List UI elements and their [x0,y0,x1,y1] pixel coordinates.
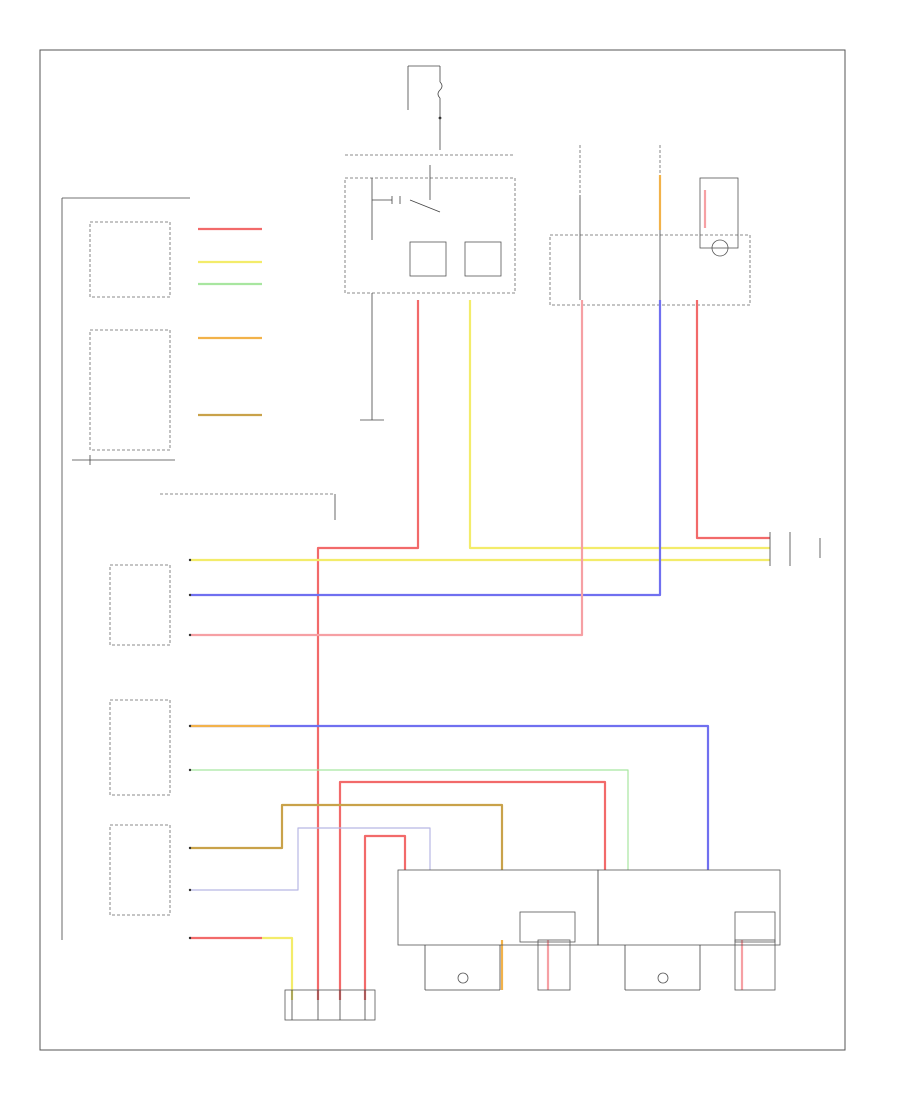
wire-tan-right-rear [190,803,504,870]
wire-lightblue-right-rear [190,827,431,891]
wire-yellow-top [468,300,770,550]
right-rear-switch [109,824,171,916]
passenger-switch [109,699,171,796]
motor-ground-right [734,939,776,991]
right-joint-connector [769,532,821,566]
top-fuse-feed [407,65,443,150]
wire-red-left-motor [363,834,407,1000]
wire-blue-passenger [190,724,710,870]
left-switch-frame [61,197,190,940]
bottom-joint-connector [284,989,376,1021]
wire-red-right [695,300,770,540]
wire-red-main [316,300,420,1000]
left-motor-bracket [424,945,501,991]
wire-yellow-bottom-left [262,936,294,1000]
wire-blue-top [190,300,662,597]
motor-symbol-right [657,972,669,984]
wire-pink-top [190,300,584,637]
wire-green-passenger [190,769,629,870]
motor-symbol-left [457,972,469,984]
left-rear-motor-block [397,869,599,946]
switch-connection-dots [188,558,192,940]
power-window-relay [344,165,516,421]
top-left-stubs [198,227,262,417]
left-rear-switch [109,564,171,646]
right-top-module [549,145,751,306]
motor-ground-left [537,939,571,991]
right-motor-bracket [624,945,701,991]
wire-red-motor-right [338,780,607,1000]
diagram-frame [39,49,846,1051]
motor-inner-right [734,911,776,943]
motor-inner-left [519,911,576,943]
right-rear-motor-block [597,869,781,946]
